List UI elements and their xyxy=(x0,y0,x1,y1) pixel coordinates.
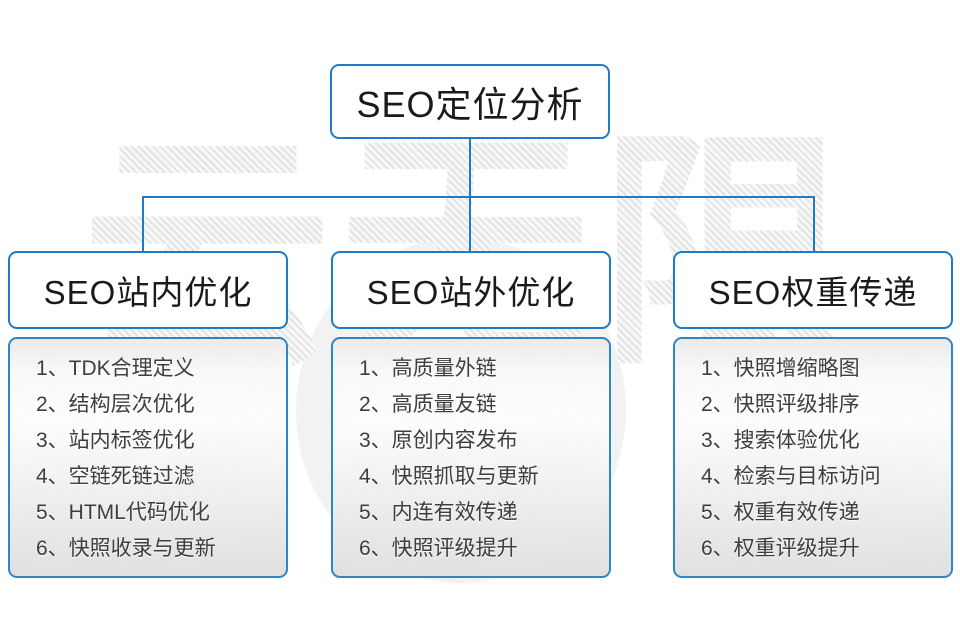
list-item: 6、权重评级提升 xyxy=(701,537,860,560)
list-item: 1、快照增缩略图 xyxy=(701,357,860,380)
list-item: 4、快照抓取与更新 xyxy=(359,465,539,488)
connector-root-stem xyxy=(469,138,471,198)
list-item: 3、站内标签优化 xyxy=(36,429,195,452)
column-offsite-panel: 1、高质量外链 2、高质量友链 3、原创内容发布 4、快照抓取与更新 5、内连有… xyxy=(331,337,611,578)
connector-drop-right xyxy=(813,196,815,253)
column-weight-title: SEO权重传递 xyxy=(708,274,918,311)
connector-drop-center xyxy=(469,196,471,253)
list-item: 5、权重有效传递 xyxy=(701,501,860,524)
connector-drop-left xyxy=(142,196,144,253)
list-item: 2、结构层次优化 xyxy=(36,393,195,416)
list-item: 5、内连有效传递 xyxy=(359,501,518,524)
column-onsite-panel: 1、TDK合理定义 2、结构层次优化 3、站内标签优化 4、空链死链过滤 5、H… xyxy=(8,337,288,578)
root-node: SEO定位分析 xyxy=(330,64,610,139)
list-item: 1、高质量外链 xyxy=(359,357,497,380)
column-onsite-title: SEO站内优化 xyxy=(43,274,253,311)
list-item: 4、空链死链过滤 xyxy=(36,465,195,488)
column-offsite-title: SEO站外优化 xyxy=(366,274,576,311)
list-item: 6、快照评级提升 xyxy=(359,537,518,560)
column-weight-panel: 1、快照增缩略图 2、快照评级排序 3、搜索体验优化 4、检索与目标访问 5、权… xyxy=(673,337,953,578)
column-weight-header: SEO权重传递 xyxy=(673,251,953,329)
list-item: 3、原创内容发布 xyxy=(359,429,518,452)
list-item: 1、TDK合理定义 xyxy=(36,357,195,380)
list-item: 2、快照评级排序 xyxy=(701,393,860,416)
list-item: 4、检索与目标访问 xyxy=(701,465,881,488)
column-offsite-header: SEO站外优化 xyxy=(331,251,611,329)
root-node-title: SEO定位分析 xyxy=(356,83,584,125)
connector-horizontal-bar xyxy=(142,196,815,198)
column-onsite-header: SEO站内优化 xyxy=(8,251,288,329)
list-item: 5、HTML代码优化 xyxy=(36,501,210,524)
list-item: 6、快照收录与更新 xyxy=(36,537,216,560)
list-item: 2、高质量友链 xyxy=(359,393,497,416)
list-item: 3、搜索体验优化 xyxy=(701,429,860,452)
